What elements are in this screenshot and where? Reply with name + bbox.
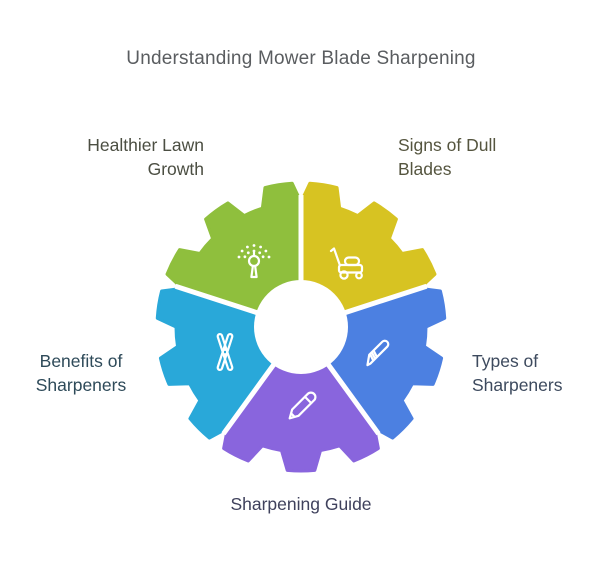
label-line: Healthier Lawn: [87, 135, 204, 155]
label-types-of-sharpeners: Types of Sharpeners: [472, 349, 562, 397]
segment-divider: [324, 361, 381, 436]
shears-icon: [216, 333, 234, 371]
label-signs-of-dull-blades: Signs of Dull Blades: [398, 133, 496, 181]
label-line: Sharpening Guide: [230, 494, 372, 514]
segment-divider: [174, 283, 260, 316]
label-line: Types of: [472, 351, 539, 371]
diagram-title: Understanding Mower Blade Sharpening: [126, 48, 476, 69]
label-sharpening-guide: Sharpening Guide: [0, 492, 602, 516]
blade-knife-icon: [366, 339, 390, 367]
label-line: Growth: [147, 159, 204, 179]
pencil-icon: [288, 391, 317, 420]
segment-divider: [342, 283, 428, 316]
label-benefits-of-sharpeners: Benefits of Sharpeners: [22, 349, 140, 397]
lawn-mower-icon: [329, 247, 364, 280]
label-line: Blades: [398, 159, 452, 179]
segment-dividers: [174, 195, 428, 436]
label-line: Benefits of: [39, 351, 123, 371]
segment-divider: [221, 361, 278, 436]
label-line: Sharpeners: [472, 375, 563, 395]
sprinkler-icon: [237, 244, 271, 279]
gear-center-hub: [254, 280, 348, 374]
label-line: Sharpeners: [35, 375, 127, 395]
label-line: Signs of Dull: [398, 135, 497, 155]
label-healthier-lawn-growth: Healthier Lawn Growth: [87, 133, 204, 181]
